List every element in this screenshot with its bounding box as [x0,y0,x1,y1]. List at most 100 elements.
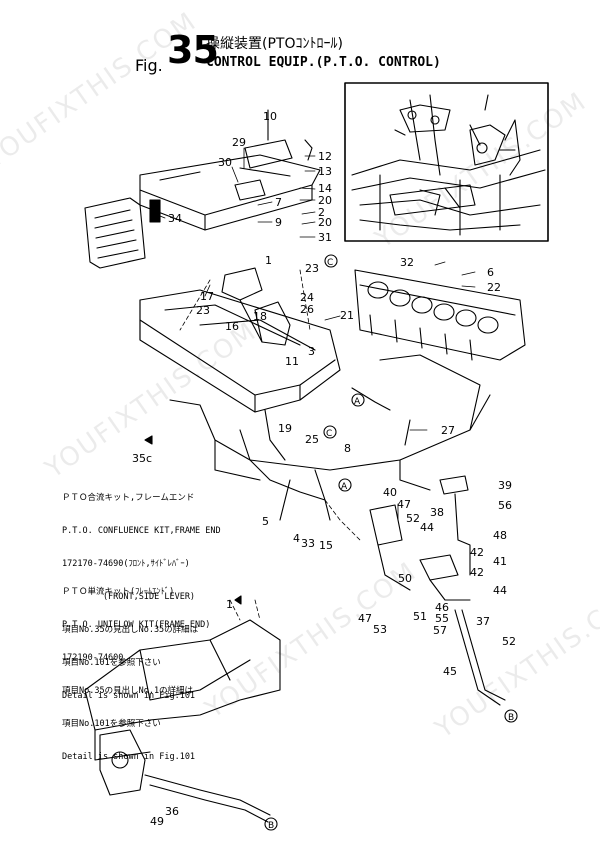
part-callout: 36 [165,805,179,818]
ref-letter: B [268,821,274,831]
ref-letter: C [327,258,333,268]
part-callout: 31 [318,231,332,244]
ref-letter: A [341,482,348,492]
part-callouts: 10 29 30 12 13 14 20 2 20 31 3 4 7 9 1 23… [150,110,516,828]
part-callout: 44 [493,584,507,597]
part-callout: 56 [498,499,512,512]
part-callout: 15 [319,539,333,552]
part-callout: 1 [226,598,233,611]
side-lever-assembly [369,475,506,706]
ref-letter: B [508,713,514,723]
part-callout: 20 [318,216,332,229]
title-english: CONTROL EQUIP.(P.T.O. CONTROL) [206,55,441,70]
part-callout: 41 [493,555,507,568]
ref-circle-a [351,393,365,407]
fig-label: Fig. [135,56,163,75]
part-callout: 33 [301,537,315,550]
part-callout: 9 [275,216,282,229]
part-callout: 32 [400,256,414,269]
part-callout: 49 [150,815,164,828]
part-callout: 24 [300,291,314,304]
part-callout: 42 [470,566,484,579]
part-callout: 6 [487,266,494,279]
note-line: 172170-74690(ﾌﾛﾝﾄ,ｻｲﾄﾞﾚﾊﾞｰ) [62,559,190,569]
part-callout: 46 [435,601,449,614]
leader-lines [149,121,476,521]
part-callout: 52 [406,512,420,525]
part-callout: 12 [318,150,332,163]
note-line: 項目No.101を参照下さい [62,719,161,729]
note-line: Detail is shown in Fig.101 [62,691,196,701]
part-callout: 44 [420,521,434,534]
part-callout: 5 [262,515,269,528]
lower-frame [84,619,281,823]
part-callout: 50 [398,572,412,585]
title-japanese: 操縦装置(PTOｺﾝﾄﾛｰﾙ) [206,36,343,52]
ref-circle-b [264,817,278,831]
view-arrow [144,435,153,445]
figure-header: Fig. 35 操縦装置(PTOｺﾝﾄﾛｰﾙ) CONTROL EQUIP.(P… [0,0,600,80]
control-cable [239,387,411,521]
part-callout: 10 [263,110,277,123]
part-callout: 17 [200,290,214,303]
console-plate [139,154,321,231]
note-line: 項目No.35の見出しNo.35の詳細は [62,625,199,635]
part-callout: 2 [318,206,325,219]
note-line: (FRONT,SIDE LEVER) [62,592,196,602]
part-callout: 52 [502,635,516,648]
view-label: 35c [132,452,152,465]
part-callout: 27 [441,424,455,437]
part-callout: 37 [476,615,490,628]
floor-mat [84,197,146,269]
ref-circle-b [504,709,518,723]
fig-number: 35 [167,28,219,72]
ref-letter: C [326,429,332,439]
hidden-lines [179,269,361,621]
note-uniflow-kit: ＰＴＯ単流キット(ﾌﾚｰﾑｴﾝﾄﾞ) P.T.O. UNIFLOW KIT(FR… [62,565,210,774]
part-callout: 42 [470,546,484,559]
part-callout: 20 [318,194,332,207]
note-line: P.T.O. CONFLUENCE KIT,FRAME END [62,526,221,536]
part-callout: 8 [344,442,351,455]
inset-view [344,82,549,242]
part-callout: 16 [225,320,239,333]
part-callout: 13 [318,165,332,178]
part-callout: 23 [196,304,210,317]
note-line: 172190-74600 [62,653,124,663]
part-callout: 55 [435,612,449,625]
part-callout: 21 [340,309,354,322]
ref-circle-a [338,478,352,492]
note-line: 項目No.101を参照下さい [62,658,161,668]
note-confluence-kit: ＰＴＯ合流キット,フレームエンド P.T.O. CONFLUENCE KIT,F… [62,471,221,713]
part-callout: 47 [397,498,411,511]
part-callout: 3 [308,345,315,358]
part-callout: 48 [493,529,507,542]
part-callout: 7 [275,196,282,209]
part-callout: 40 [383,486,397,499]
ref-letter: A [354,397,361,407]
part-callout: 25 [305,433,319,446]
part-callout: 57 [433,624,447,637]
ref-circle-c [323,425,337,439]
part-callout: 30 [218,156,232,169]
part-callout: 39 [498,479,512,492]
part-callout: 11 [285,355,299,368]
note-line: P.T.O. UNIFLOW KIT(FRAME END) [62,620,211,630]
part-callout: 38 [430,506,444,519]
part-callout: 29 [232,136,246,149]
ref-circle-c [324,254,338,268]
part-callout: 1 [265,254,272,267]
part-callout: 53 [373,623,387,636]
part-callout: 19 [278,422,292,435]
part-callout: 45 [443,665,457,678]
part-callout: 51 [413,610,427,623]
part-callout: 26 [300,303,314,316]
part-callout: 18 [253,310,267,323]
part-callout: 22 [487,281,501,294]
note-line: Detail is shown in Fig.101 [62,752,196,762]
view-arrow [234,595,242,605]
floor-frame [139,289,491,491]
part-callout: 14 [318,182,332,195]
part-callout: 4 [293,532,300,545]
